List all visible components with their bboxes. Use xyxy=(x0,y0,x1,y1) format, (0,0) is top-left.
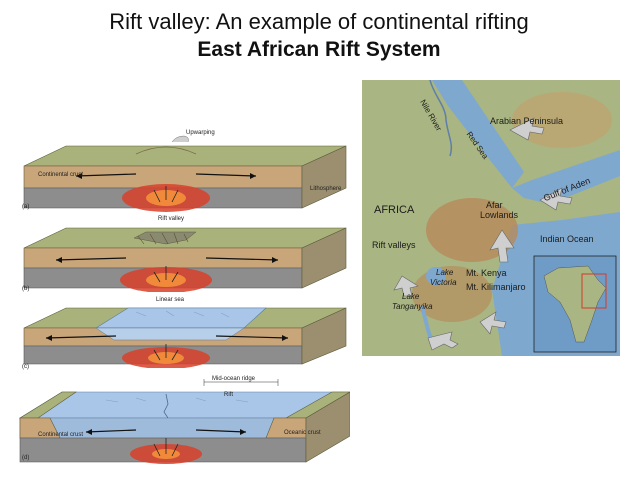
map-label-lowlands: Lowlands xyxy=(480,210,519,220)
east-africa-rift-map: Nile River Arabian Peninsula Red Sea Gul… xyxy=(362,80,620,356)
map-label-afar: Afar xyxy=(486,200,503,210)
map-label-arabian-peninsula: Arabian Peninsula xyxy=(490,116,564,126)
label-lithosphere: Lithosphere xyxy=(310,186,342,192)
stage-tag-b: (b) xyxy=(22,286,30,292)
map-label-lake-victoria-1: Lake xyxy=(436,268,454,277)
label-rift: Rift xyxy=(224,392,233,398)
stage-tag-a: (a) xyxy=(22,204,30,210)
label-linear-sea: Linear sea xyxy=(156,297,185,303)
label-upwarping: Upwarping xyxy=(186,130,215,136)
relief-map xyxy=(362,80,620,356)
stage-c-block-diagram xyxy=(23,307,347,369)
map-label-indian-ocean: Indian Ocean xyxy=(540,234,594,244)
label-oceanic-crust: Oceanic crust xyxy=(284,430,321,436)
stage-b-block-diagram xyxy=(23,227,347,293)
stage-d-block-diagram xyxy=(18,379,352,464)
slide-subtitle: East African Rift System xyxy=(197,38,441,61)
map-label-lake-tanganyika-2: Tanganyika xyxy=(392,302,433,311)
label-continental-crust-a: Continental crust xyxy=(38,172,84,178)
map-label-africa: AFRICA xyxy=(374,204,415,216)
stage-a-block-diagram xyxy=(23,135,347,212)
label-rift-valley: Rift valley xyxy=(158,216,185,222)
map-label-rift-valleys: Rift valleys xyxy=(372,240,416,250)
label-mid-ocean-ridge: Mid-ocean ridge xyxy=(212,376,256,382)
label-continental-crust-d: Continental crust xyxy=(38,432,84,438)
rift-stage-a: Upwarping Continental crust Lithosphere xyxy=(16,128,350,212)
stage-tag-c: (c) xyxy=(22,364,29,370)
map-label-mt-kilimanjaro: Mt. Kilimanjaro xyxy=(466,282,526,292)
rift-stage-d: Mid-ocean ridge Rift Continental crust O… xyxy=(16,374,352,466)
slide-title: Rift valley: An example of continental r… xyxy=(109,9,529,34)
rift-stage-c: Linear sea xyxy=(16,296,350,369)
rift-stage-b: Rift valley xyxy=(16,214,350,293)
map-label-mt-kenya: Mt. Kenya xyxy=(466,268,507,278)
stage-tag-d: (d) xyxy=(22,455,30,461)
map-label-lake-victoria-2: Victoria xyxy=(430,278,457,287)
map-label-lake-tanganyika-1: Lake xyxy=(402,292,420,301)
